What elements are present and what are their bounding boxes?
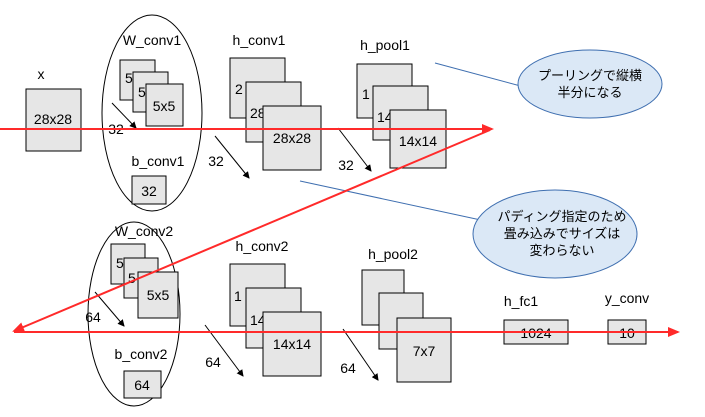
h-conv2-label: h_conv2 [236,238,289,254]
w-conv1-kernel-size: 5x5 [153,98,176,114]
h-pool2-map-front [396,317,452,383]
pooling-callout-line-2: 半分になる [557,86,622,101]
w-conv2-partial-b: 5 [128,270,136,286]
h-conv2-size: 14x14 [273,336,311,352]
h-conv1-map-front [262,105,322,171]
h-pool1-size: 14x14 [399,133,437,149]
w-conv1-depth-arrow [111,102,137,129]
w-conv2-kernel-front [137,271,179,319]
w-conv1-kernel-front [145,83,184,127]
y-conv-group: y_conv 10 [605,290,649,345]
padding-callout: パディング指定のため 畳み込みでサイズは 変わらない [299,180,638,279]
h-conv1-partial-a: 2 [235,81,243,97]
pooling-callout: プーリングで縦横 半分になる [434,49,663,119]
pooling-callout-line-1: プーリングで縦横 [538,69,642,84]
padding-callout-bubble [472,189,638,279]
b-conv2-box [123,370,162,399]
w-conv1-partial-b: 5 [138,84,146,100]
w-conv2-count: 64 [85,309,101,325]
input-x: x 28x28 [25,66,82,152]
padding-callout-line-1: パディング指定のため [497,209,626,225]
x-label: x [38,66,45,82]
h-pool2-group: h_pool2 7x7 64 [340,246,452,383]
h-conv2-count: 64 [205,354,221,370]
h-pool1-map-front [389,109,447,169]
padding-callout-pointer [299,180,491,223]
h-pool1-group: h_pool1 1 14 14x14 32 [337,37,447,173]
h-pool1-count: 32 [338,157,354,173]
w-conv1-group: W_conv1 5 5 5x5 32 b_conv1 32 [101,14,203,212]
b-conv2-value: 64 [134,377,150,393]
padding-callout-line-3: 変わらない [529,243,594,259]
w-conv2-depth-arrow [94,291,125,327]
b-conv1-value: 32 [141,183,157,199]
w-conv2-kernel-size: 5x5 [147,287,170,303]
h-pool2-size: 7x7 [413,343,436,359]
h-conv2-partial-b: 14 [250,312,266,328]
x-box [25,88,82,152]
h-conv2-depth-arrow [204,324,244,377]
h-conv1-label: h_conv1 [233,32,286,48]
w-conv2-ellipse [87,221,181,407]
h-fc1-group: h_fc1 1024 [503,293,569,345]
h-conv2-map-front [262,311,322,377]
h-conv1-size: 28x28 [273,130,311,146]
flow-arrow-diagonal [12,129,491,332]
w-conv2-label: W_conv2 [115,223,174,239]
h-pool1-partial-b: 14 [377,109,393,125]
w-conv1-ellipse [101,14,203,212]
pooling-callout-bubble [517,49,663,119]
h-pool2-label: h_pool2 [368,246,418,262]
h-pool1-partial-a: 1 [362,86,370,102]
h-conv1-depth-arrow [214,135,250,179]
h-conv2-partial-a: 1 [234,288,242,304]
h-conv1-partial-b: 28 [250,105,266,121]
h-pool2-depth-arrow [342,328,379,381]
h-pool1-label: h_pool1 [360,37,410,53]
h-conv1-count: 32 [208,153,224,169]
w-conv2-partial-a: 5 [116,255,124,271]
w-conv1-label: W_conv1 [123,32,182,48]
y-conv-label: y_conv [605,290,649,306]
x-size: 28x28 [34,111,72,127]
w-conv2-group: W_conv2 5 5 5x5 64 b_conv2 64 [85,221,181,407]
b-conv1-box [131,175,167,205]
h-fc1-label: h_fc1 [504,293,538,309]
b-conv2-label: b_conv2 [115,346,168,362]
b-conv1-label: b_conv1 [132,153,185,169]
h-conv2-group: h_conv2 1 14 14x14 64 [204,238,322,377]
h-conv1-group: h_conv1 2 28 28x28 32 [208,32,322,179]
pooling-callout-pointer [434,62,529,89]
h-pool2-count: 64 [340,360,356,376]
h-pool1-depth-arrow [337,127,372,172]
padding-callout-line-2: 畳み込みでサイズは [504,226,621,242]
w-conv1-partial-a: 5 [125,70,133,86]
